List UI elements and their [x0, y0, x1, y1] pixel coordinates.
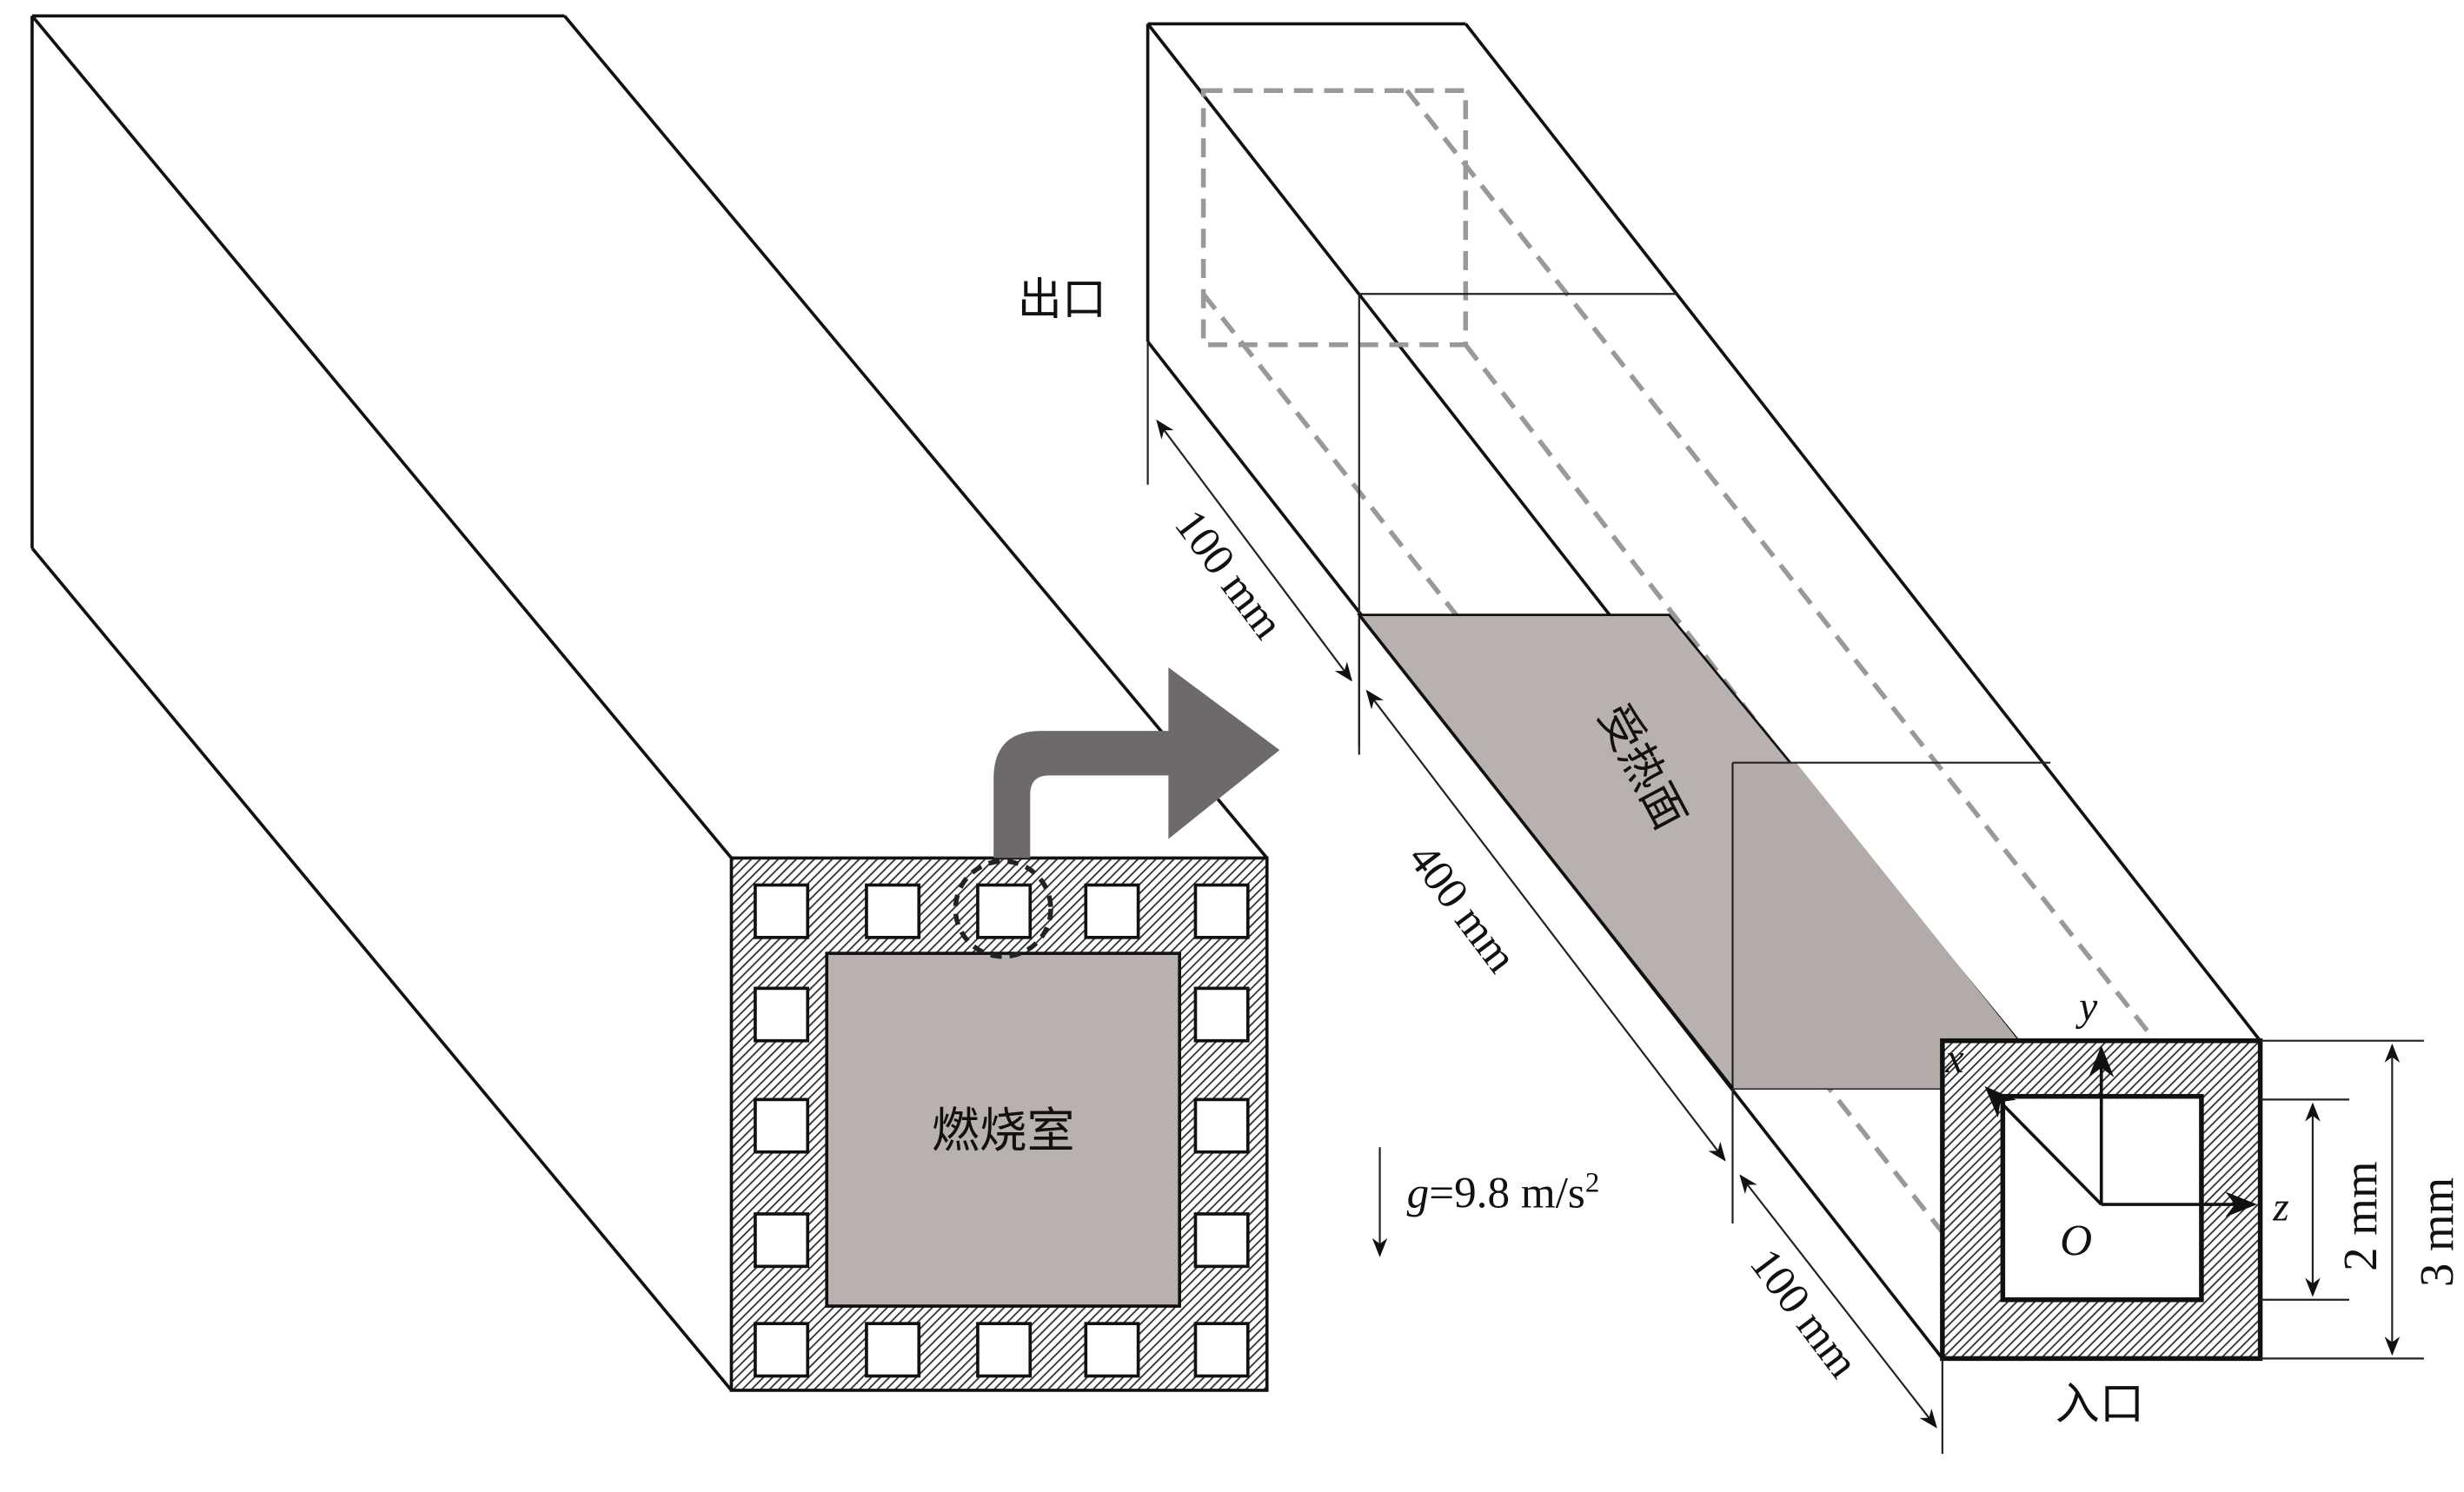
dim-inner-label: 2 mm	[2334, 1161, 2387, 1270]
gravity-symbol: g	[1407, 1169, 1430, 1218]
svg-text:g=9.8 m/s2: g=9.8 m/s2	[1407, 1167, 1600, 1217]
inlet-label: 入口	[2056, 1378, 2144, 1430]
axis-z-label: z	[2272, 1184, 2289, 1230]
gravity-exponent: 2	[1585, 1167, 1599, 1198]
dim-upstream-label: 100 mm	[1165, 501, 1292, 648]
outlet-dashed-section	[1200, 88, 1469, 348]
zoom-arrow	[993, 666, 1280, 859]
outlet-label: 出口	[1018, 274, 1106, 326]
axis-x-label: x	[1945, 1037, 1964, 1082]
dim-heated-label: 400 mm	[1398, 834, 1526, 982]
dim-outer-label: 3 mm	[2410, 1177, 2463, 1287]
highlight-circle	[953, 859, 1053, 959]
axis-y-label: y	[2075, 985, 2098, 1030]
dim-downstream-label: 100 mm	[1740, 1240, 1868, 1388]
tube-channels	[754, 883, 1250, 1378]
origin-label: O	[2060, 1217, 2092, 1266]
combustion-chamber-label: 燃烧室	[932, 1103, 1075, 1158]
gravity-annotation: g=9.8 m/s2	[1371, 1147, 1600, 1257]
gravity-value: =9.8 m/s	[1429, 1169, 1585, 1218]
combustion-chamber	[825, 952, 1181, 1308]
boiler-body: 燃烧室	[30, 14, 1269, 1392]
